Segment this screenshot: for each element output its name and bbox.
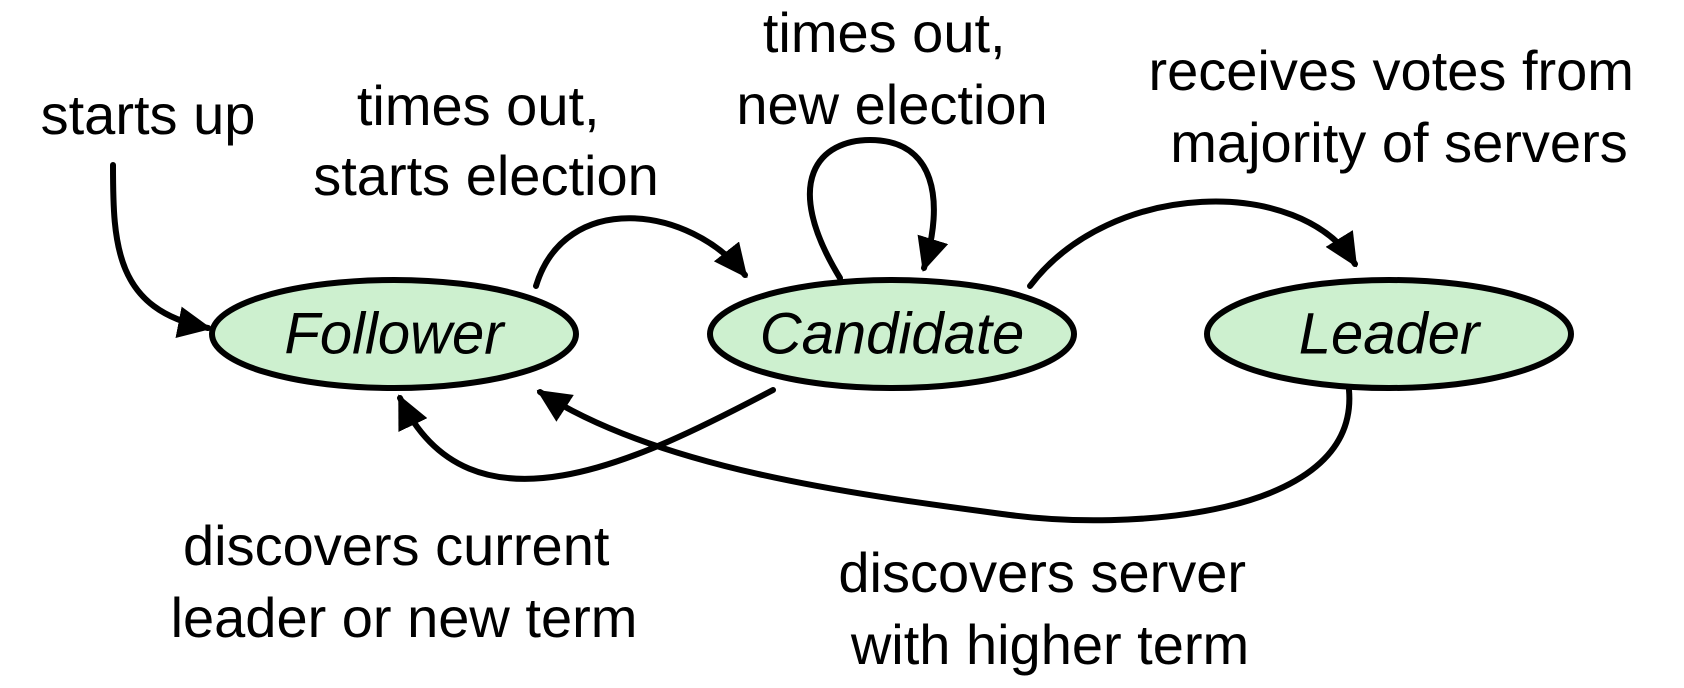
candidate-to-leader-arrow [1027,198,1358,289]
candidate-to-leader-label-line2: majority of servers [1170,111,1627,174]
candidate-to-leader-label-line1: receives votes from [1148,39,1634,102]
leader-to-follower-label-line2: with higher term [850,613,1249,676]
leader-to-follower-label-line1: discovers server [838,541,1246,604]
candidate-to-follower-label: discovers current leader or new term [171,514,638,649]
start-label: starts up [41,83,256,146]
candidate-self-label: times out, new election [736,1,1047,136]
follower-state: Follower [209,277,579,391]
follower-to-candidate-label-line1: times out, [357,74,600,137]
candidate-self-label-line2: new election [736,73,1047,136]
follower-to-candidate-label-line2: starts election [313,144,659,207]
candidate-self-label-line1: times out, [763,1,1006,64]
leader-to-follower-label: discovers server with higher term [838,541,1261,676]
candidate-to-follower-label-line2: leader or new term [171,586,638,649]
candidate-label: Candidate [760,302,1024,367]
candidate-state: Candidate [707,277,1077,391]
start-arrow [110,162,212,338]
follower-to-candidate-label: times out, starts election [313,74,659,207]
leader-to-follower-arrow [536,387,1353,524]
follower-to-candidate-arrow [533,215,748,289]
start-label-line1: starts up [41,83,256,146]
candidate-self-loop-arrow [807,136,949,281]
follower-label: Follower [284,302,506,367]
candidate-to-leader-label: receives votes from majority of servers [1148,39,1649,174]
leader-label: Leader [1299,302,1482,367]
candidate-to-follower-arrow [397,387,776,482]
leader-state: Leader [1204,277,1574,391]
candidate-to-follower-label-line1: discovers current [183,514,610,577]
